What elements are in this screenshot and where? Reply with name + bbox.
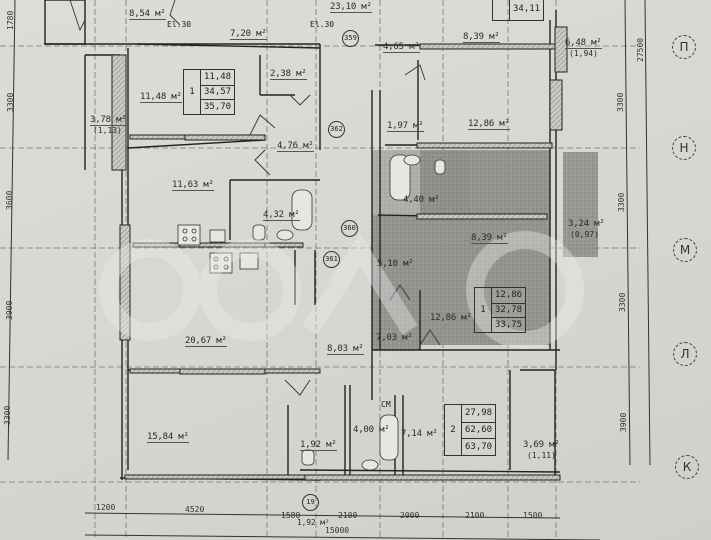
overall-dimension-label: 15000 (325, 526, 350, 535)
room-area-label: 2,38 м² (270, 69, 307, 80)
section-tag: 360 (341, 220, 358, 237)
room-balcony-coef: (1,94) (569, 49, 598, 58)
apartment-room-count: 1 (189, 87, 195, 97)
apartment-summary-box-partial: 34,11 (492, 0, 544, 21)
room-area-label: 1,92 м² (300, 440, 337, 451)
room-area-label: 8,03 м² (327, 344, 364, 355)
apartment-total-area: 32,78 (491, 302, 525, 319)
room-balcony-coef: (1,11) (527, 451, 556, 460)
grid-axis-marker: К (675, 455, 699, 479)
section-tag: 359 (342, 30, 359, 47)
room-area-label: 4,40 м² (403, 195, 440, 205)
dimension-label: 1200 (96, 503, 116, 512)
room-area-label: 8,39 м² (471, 233, 508, 244)
room-area-label: 6,48 м² (565, 38, 602, 49)
room-area-label: 5,10 м² (377, 259, 414, 269)
grid-axis-marker: М (673, 238, 697, 262)
elevation-mark: El.30 (167, 20, 192, 29)
dimension-label: 1580 (281, 511, 301, 520)
section-tag: 362 (328, 121, 345, 138)
room-area-label: 8,54 м² (129, 9, 166, 20)
grid-axis-marker: Л (673, 342, 697, 366)
section-tag: 19 (302, 494, 319, 511)
overall-dimension-label: 27500 (636, 37, 645, 62)
room-area-label: 7,20 м² (230, 29, 267, 40)
room-area-label: 8,39 м² (463, 32, 500, 43)
apartment-summary-box: 2 27,98 62,60 63,70 (444, 404, 496, 456)
fixture-label: СМ (381, 400, 391, 409)
dimension-label: 3900 (619, 412, 628, 432)
room-area-label: 20,67 м² (185, 336, 227, 347)
room-area-label: 12,86 м² (468, 119, 510, 130)
dimension-label: 2100 (338, 511, 358, 520)
apartment-total-with-balcony: 35,70 (200, 99, 234, 114)
dimension-label: 3600 (5, 190, 14, 210)
apartment-total-area: 62,60 (461, 421, 495, 440)
apartment-living-area: 12,86 (491, 288, 525, 304)
dimension-label: 1500 (523, 511, 543, 520)
dimension-label: 3300 (617, 192, 626, 212)
room-area-label: 11,48 м² (140, 92, 182, 103)
room-area-label: 3,24 м² (568, 219, 605, 229)
apartment-living-area: 27,98 (461, 405, 495, 423)
elevation-mark: El.30 (310, 20, 335, 29)
room-area-label: 1,92 м² (297, 518, 330, 527)
apartment-room-count: 1 (480, 305, 486, 315)
room-area-label: 3,78 м² (90, 115, 127, 126)
room-area-label: 4,76 м² (277, 141, 314, 152)
room-area-label: 4,00 м² (353, 425, 390, 435)
apartment-total-with-balcony: 63,70 (461, 438, 495, 455)
room-area-label: 15,84 м² (147, 432, 189, 443)
room-area-label: 4,32 м² (263, 210, 300, 221)
room-area-label: 4,65 м² (383, 42, 420, 53)
apartment-summary-box: 1 11,48 34,57 35,70 (183, 69, 235, 115)
dimension-label: 2000 (400, 511, 420, 520)
apartment-total-area: 34,57 (200, 84, 234, 101)
dimension-label: 1780 (6, 10, 15, 30)
room-area-label: 7,14 м² (401, 429, 438, 439)
section-tag: 361 (323, 251, 340, 268)
dimension-label: 4520 (185, 505, 205, 514)
apartment-room-count: 2 (450, 425, 456, 435)
room-area-label: 12,86 м² (430, 313, 472, 323)
dimension-label: 3900 (5, 300, 14, 320)
room-area-label: 7,03 м² (376, 333, 413, 343)
room-area-label: 23,10 м² (330, 2, 372, 13)
grid-axis-marker: П (672, 35, 696, 59)
room-area-label: 11,63 м² (172, 180, 214, 191)
dimension-label: 3300 (618, 292, 627, 312)
apartment-total-with-balcony: 33,75 (491, 317, 525, 332)
apartment-summary-box: 1 12,86 32,78 33,75 (474, 287, 526, 333)
dimension-label: 2100 (465, 511, 485, 520)
room-balcony-coef: (1,13) (93, 126, 122, 135)
room-balcony-coef: (0,97) (570, 230, 599, 239)
dimension-label: 3300 (6, 92, 15, 112)
grid-axis-marker: Н (672, 136, 696, 160)
dimension-label: 3300 (3, 405, 12, 425)
room-area-label: 3,69 м² (523, 440, 560, 450)
apartment-total-with-balcony: 34,11 (509, 0, 543, 20)
room-area-label: 1,97 м² (387, 121, 424, 132)
dimension-label: 3300 (616, 92, 625, 112)
apartment-living-area: 11,48 (200, 70, 234, 86)
